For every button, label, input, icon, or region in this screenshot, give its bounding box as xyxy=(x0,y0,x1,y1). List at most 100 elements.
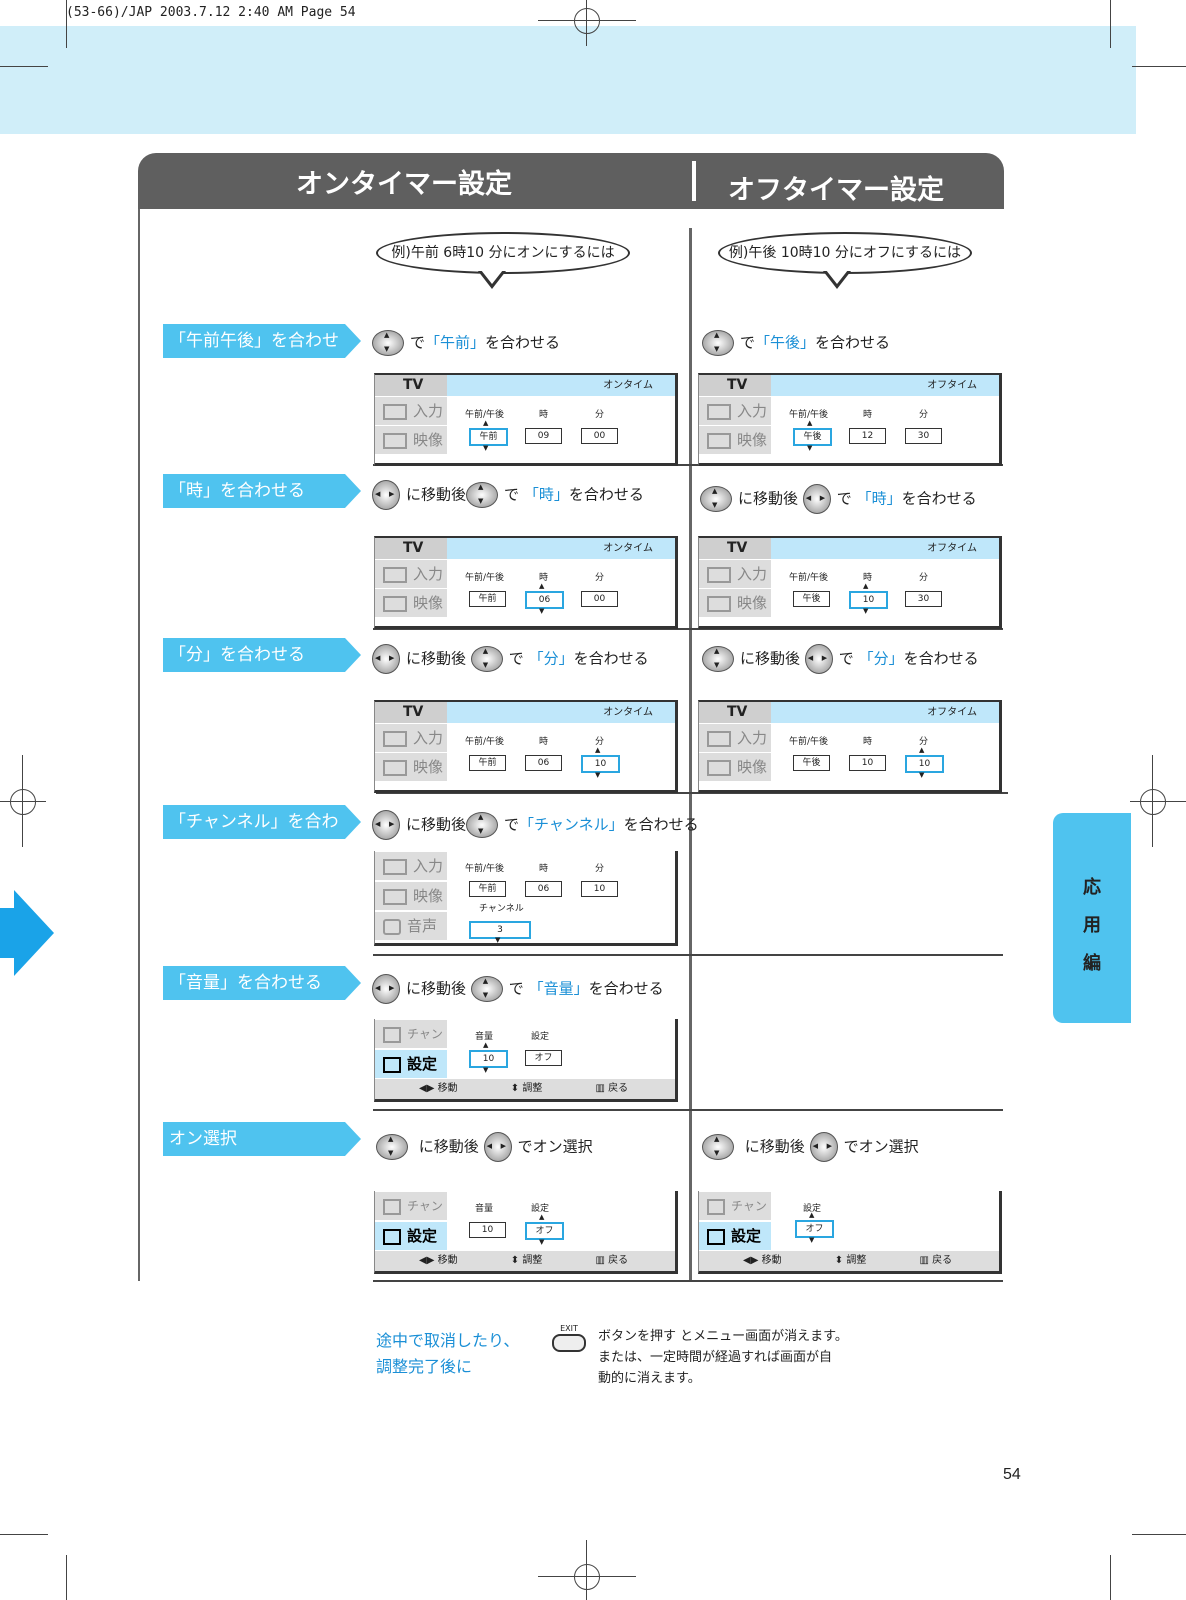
step-hour: 「時」を合わせる xyxy=(163,474,361,508)
input-icon xyxy=(383,403,407,420)
osd-menu-picture: 映像 xyxy=(737,594,768,612)
crop-mark xyxy=(1132,1534,1186,1535)
note-right: ボタンを押す とメニュー画面が消えます。 または、一定時間が経過すれば画面が自 … xyxy=(598,1326,848,1389)
osd-menu-setting: 設定 xyxy=(731,1227,762,1245)
osd-volume-on: チャンネル 設定 音量 設定 ▲ 10 ▼ オフ ◀▶ 移動 ⬍ 調整 ▥ 戻る xyxy=(374,1019,678,1102)
bubble-tail xyxy=(481,270,503,284)
osd-col-label: 分 xyxy=(919,737,929,747)
example-bubble-off: 例)午後 10時10 分にオフにするには xyxy=(718,232,972,274)
osd-col-label: 分 xyxy=(919,573,929,583)
step-channel: 「チャンネル」を合わせる xyxy=(163,805,361,866)
crop-mark xyxy=(66,0,67,48)
title-bar xyxy=(138,153,1004,209)
picture-icon xyxy=(383,432,407,449)
arrow-down-icon: ▼ xyxy=(807,444,813,452)
osd-col-label: 設定 xyxy=(803,1204,822,1214)
osd-value: 10 xyxy=(849,755,886,771)
osd-col-label: 午前/午後 xyxy=(465,737,505,747)
leftright-button-icon xyxy=(802,484,831,514)
osd-mode: オンタイム xyxy=(447,538,675,559)
osd-select-off: チャンネル 設定 設定 ▲ オフ ▼ ◀▶ 移動 ⬍ 調整 ▥ 戻る xyxy=(698,1191,1002,1274)
osd-minute-on: TV オンタイム 入力 映像 午前/午後 時 分 午前 06 ▲ 10 ▼ xyxy=(374,700,678,793)
osd-value: 10 xyxy=(581,881,618,897)
input-icon xyxy=(383,566,407,583)
row-divider xyxy=(373,464,1003,466)
header-band xyxy=(0,26,1136,134)
updown-button-icon xyxy=(702,646,734,672)
side-tab-char: 編 xyxy=(1083,953,1101,974)
leftright-button-icon xyxy=(804,644,833,674)
arrow-up-icon: ▲ xyxy=(483,1041,489,1049)
satellite-icon xyxy=(383,1198,401,1215)
updown-button-icon xyxy=(466,812,499,838)
note-right-line: 動的に消えます。 xyxy=(598,1371,701,1386)
input-icon xyxy=(707,403,731,420)
osd-tv-label: TV xyxy=(375,375,447,396)
crop-mark xyxy=(0,1534,48,1535)
updown-icon: ⬍ xyxy=(510,1255,520,1266)
arrow-down-icon: ▼ xyxy=(595,771,601,779)
osd-col-label: 午前/午後 xyxy=(465,410,505,420)
osd-menu-picture: 映像 xyxy=(413,594,444,612)
leftright-button-icon xyxy=(372,974,400,1004)
updown-button-icon xyxy=(376,1134,408,1160)
osd-value: 午後 xyxy=(793,755,830,771)
osd-value: 午前 xyxy=(469,591,506,607)
crop-mark xyxy=(66,1555,67,1600)
picture-icon xyxy=(383,888,407,905)
osd-col-label: 時 xyxy=(539,737,549,747)
instruction-hour-off: に移動後 で 「時」を合わせる xyxy=(700,484,977,514)
crop-mark xyxy=(0,801,46,802)
nav-back: 戻る xyxy=(608,1083,629,1094)
osd-menu-picture: 映像 xyxy=(737,431,768,449)
osd-value: 06 xyxy=(525,755,562,771)
osd-menu-input: 入力 xyxy=(737,729,768,747)
osd-tv-label: TV xyxy=(699,375,771,396)
osd-value: 00 xyxy=(581,591,618,607)
osd-nav-bar: ◀▶ 移動 ⬍ 調整 ▥ 戻る xyxy=(699,1251,999,1271)
registration-mark xyxy=(574,1564,600,1590)
arrow-down-icon: ▼ xyxy=(919,771,925,779)
crop-mark xyxy=(1130,801,1186,802)
leftright-button-icon xyxy=(372,810,400,840)
osd-col-label: 時 xyxy=(539,410,549,420)
job-line: (53-66)/JAP 2003.7.12 2:40 AM Page 54 xyxy=(66,5,356,20)
osd-mode: オフタイム xyxy=(771,702,999,723)
arrow-up-icon: ▲ xyxy=(539,1213,545,1221)
center-rule xyxy=(689,228,692,1280)
leftright-button-icon xyxy=(809,1132,838,1162)
osd-menu-input: 入力 xyxy=(413,565,444,583)
crop-mark xyxy=(538,1576,636,1577)
nav-move: 移動 xyxy=(761,1255,782,1266)
satellite-icon xyxy=(707,1198,725,1215)
osd-value: 06 xyxy=(525,591,564,609)
title-on-timer: オンタイマー設定 xyxy=(296,169,512,200)
osd-select-on: チャンネル 設定 音量 設定 10 ▲ オフ ▼ ◀▶ 移動 ⬍ 調整 ▥ 戻る xyxy=(374,1191,678,1274)
osd-value: 午前 xyxy=(469,755,506,771)
updown-button-icon xyxy=(700,486,732,512)
osd-value: 00 xyxy=(581,428,618,444)
exit-button-icon: EXIT xyxy=(552,1324,586,1352)
osd-value: オフ xyxy=(525,1222,564,1240)
registration-mark xyxy=(10,789,36,815)
note-right-line: または、一定時間が経過すれば画面が自 xyxy=(598,1350,833,1365)
osd-tv-label: TV xyxy=(699,538,771,559)
updown-button-icon xyxy=(466,482,499,508)
leftright-icon: ◀▶ xyxy=(419,1255,435,1266)
osd-col-label: 分 xyxy=(595,410,605,420)
instruction-minute-on: に移動後 で 「分」を合わせる xyxy=(372,644,649,674)
exit-label: EXIT xyxy=(560,1324,578,1333)
menu-icon: ▥ xyxy=(919,1255,929,1266)
nav-back: 戻る xyxy=(608,1255,629,1266)
leftright-button-icon xyxy=(372,480,400,510)
osd-value: 午前 xyxy=(469,428,508,446)
osd-col-label: 時 xyxy=(863,737,873,747)
crop-mark xyxy=(1132,66,1186,67)
page-number: 54 xyxy=(1003,1466,1021,1483)
osd-minute-off: TV オフタイム 入力 映像 午前/午後 時 分 午後 10 ▲ 10 ▼ xyxy=(698,700,1002,793)
leftright-icon: ◀▶ xyxy=(419,1083,435,1094)
step-minute: 「分」を合わせる xyxy=(163,638,361,672)
side-tab-char: 応 xyxy=(1083,877,1101,898)
nav-adjust: 調整 xyxy=(846,1255,867,1266)
osd-col-label: 設定 xyxy=(531,1032,550,1042)
